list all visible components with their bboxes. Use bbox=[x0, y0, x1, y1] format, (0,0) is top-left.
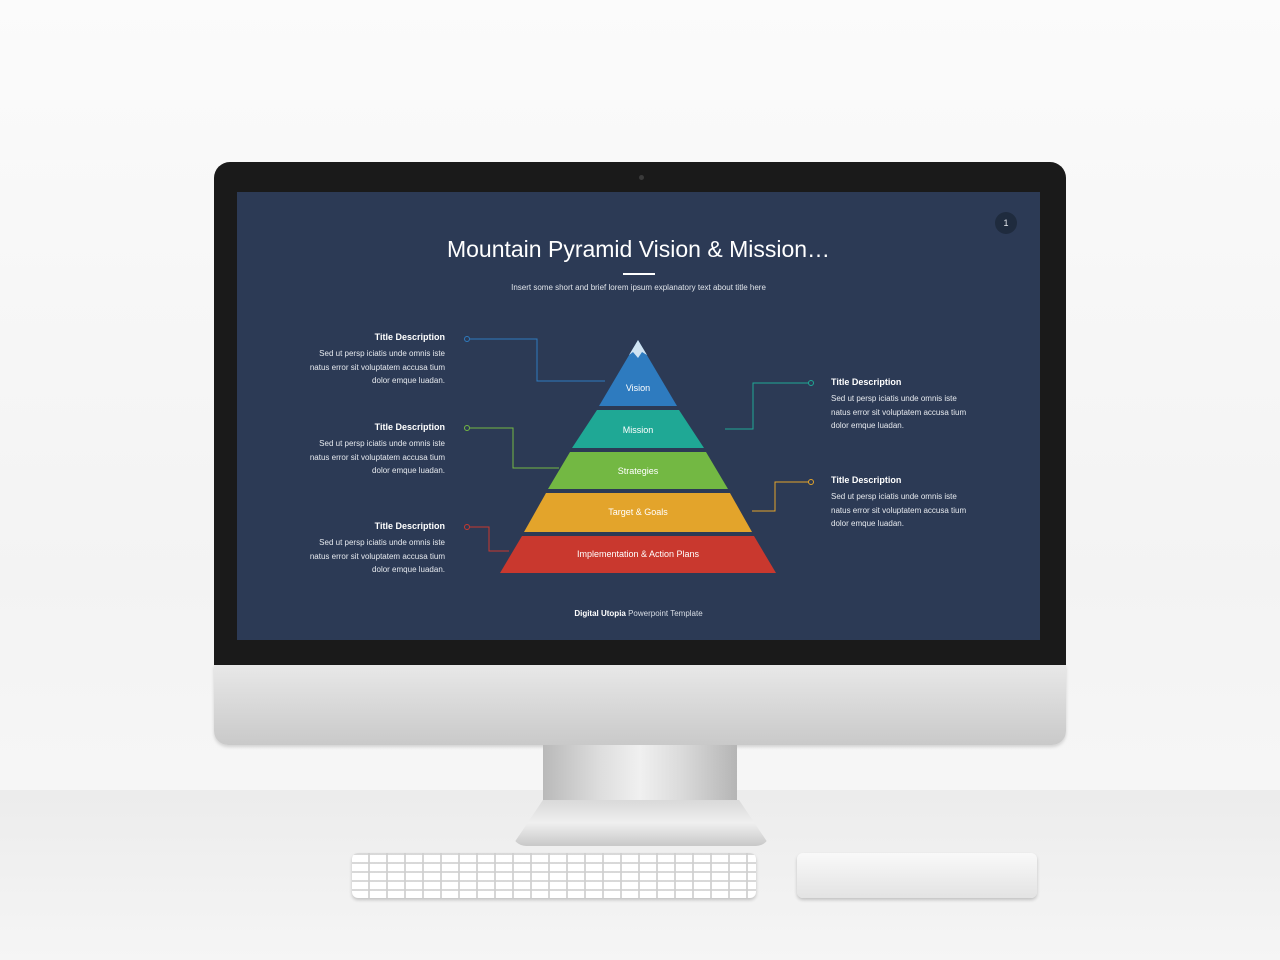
trackpad bbox=[797, 853, 1037, 898]
tier-label-strategies: Strategies bbox=[618, 466, 659, 476]
presentation-slide: 1 Mountain Pyramid Vision & Mission… Ins… bbox=[237, 192, 1040, 640]
camera-icon bbox=[639, 175, 644, 180]
slide-footer: Digital Utopia Powerpoint Template bbox=[237, 609, 1040, 618]
mountain-snowcap bbox=[629, 340, 647, 358]
description-title: Title Description bbox=[374, 332, 445, 342]
description-title: Title Description bbox=[831, 377, 902, 387]
description-block-strategies: Title Description Sed ut persp iciatis u… bbox=[275, 422, 445, 478]
tier-target-goals bbox=[524, 493, 752, 532]
description-line: dolor emque luadan. bbox=[372, 565, 445, 574]
tier-vision bbox=[599, 340, 677, 406]
pyramid-diagram: Vision Mission Strategies Target & Goals… bbox=[464, 336, 814, 573]
description-line: natus error sit voluptatem accusa tium bbox=[831, 407, 967, 417]
connector-line-implementation bbox=[468, 526, 509, 552]
tier-label-mission: Mission bbox=[623, 425, 654, 435]
connector-dot-target bbox=[808, 479, 814, 485]
description-line: dolor emque luadan. bbox=[372, 466, 445, 475]
description-line: dolor emque luadan. bbox=[831, 421, 904, 430]
description-line: Sed ut persp iciatis unde omnis iste bbox=[831, 492, 957, 501]
connector-dot-mission bbox=[808, 380, 814, 386]
description-line: natus error sit voluptatem accusa tium bbox=[309, 362, 445, 372]
monitor-chin bbox=[214, 665, 1066, 745]
monitor-stand-foot bbox=[512, 800, 770, 846]
tier-label-target-goals: Target & Goals bbox=[608, 507, 668, 517]
connector-line-vision bbox=[468, 338, 605, 382]
description-line: natus error sit voluptatem accusa tium bbox=[309, 452, 445, 462]
connector-line-target bbox=[752, 481, 810, 512]
connector-dot-vision bbox=[464, 336, 470, 342]
tier-label-vision: Vision bbox=[626, 383, 650, 393]
description-line: natus error sit voluptatem accusa tium bbox=[309, 551, 445, 561]
connector-dot-strategies bbox=[464, 425, 470, 431]
description-line: dolor emque luadan. bbox=[831, 519, 904, 528]
description-line: Sed ut persp iciatis unde omnis iste bbox=[319, 439, 445, 448]
footer-brand: Digital Utopia bbox=[574, 609, 626, 618]
slide-subtitle: Insert some short and brief lorem ipsum … bbox=[511, 283, 766, 292]
tier-mission bbox=[572, 410, 704, 448]
connector-line-mission bbox=[725, 382, 810, 430]
description-line: Sed ut persp iciatis unde omnis iste bbox=[831, 394, 957, 403]
description-line: Sed ut persp iciatis unde omnis iste bbox=[319, 538, 445, 547]
connector-dot-implementation bbox=[464, 524, 470, 530]
description-line: dolor emque luadan. bbox=[372, 376, 445, 385]
slide-number-badge: 1 bbox=[995, 212, 1017, 234]
description-block-implementation: Title Description Sed ut persp iciatis u… bbox=[275, 521, 445, 577]
title-underline bbox=[623, 273, 655, 275]
footer-text: Powerpoint Template bbox=[625, 609, 703, 618]
keyboard bbox=[352, 853, 756, 898]
description-block-vision: Title Description Sed ut persp iciatis u… bbox=[275, 332, 445, 388]
tier-label-implementation: Implementation & Action Plans bbox=[577, 549, 700, 559]
description-line: natus error sit voluptatem accusa tium bbox=[831, 505, 967, 515]
description-block-target-goals: Title Description Sed ut persp iciatis u… bbox=[831, 475, 1001, 531]
description-title: Title Description bbox=[374, 521, 445, 531]
slide-title: Mountain Pyramid Vision & Mission… bbox=[446, 236, 831, 262]
description-block-mission: Title Description Sed ut persp iciatis u… bbox=[831, 377, 1001, 433]
tier-implementation bbox=[500, 536, 776, 573]
connector-line-strategies bbox=[468, 427, 559, 469]
description-line: Sed ut persp iciatis unde omnis iste bbox=[319, 349, 445, 358]
description-title: Title Description bbox=[831, 475, 902, 485]
tier-strategies bbox=[548, 452, 728, 489]
description-title: Title Description bbox=[374, 422, 445, 432]
